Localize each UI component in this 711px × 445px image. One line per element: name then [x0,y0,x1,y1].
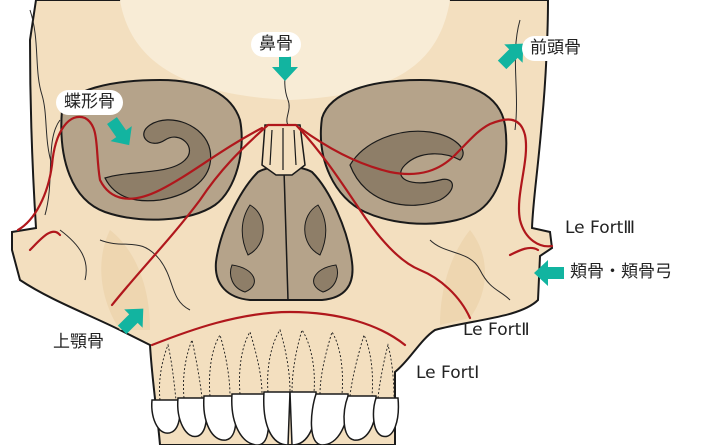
label-le-fort-1: Le FortⅠ [416,365,479,382]
label-le-fort-3: Le FortⅢ [565,220,635,237]
label-zygomatic: 頬骨・頬骨弓 [570,264,672,281]
label-nasal-bone: 鼻骨 [251,32,301,57]
label-le-fort-2: Le FortⅡ [463,322,530,339]
label-maxilla: 上顎骨 [53,334,104,351]
label-sphenoid-bone: 蝶形骨 [56,90,123,115]
label-frontal-bone: 前頭骨 [522,36,589,61]
